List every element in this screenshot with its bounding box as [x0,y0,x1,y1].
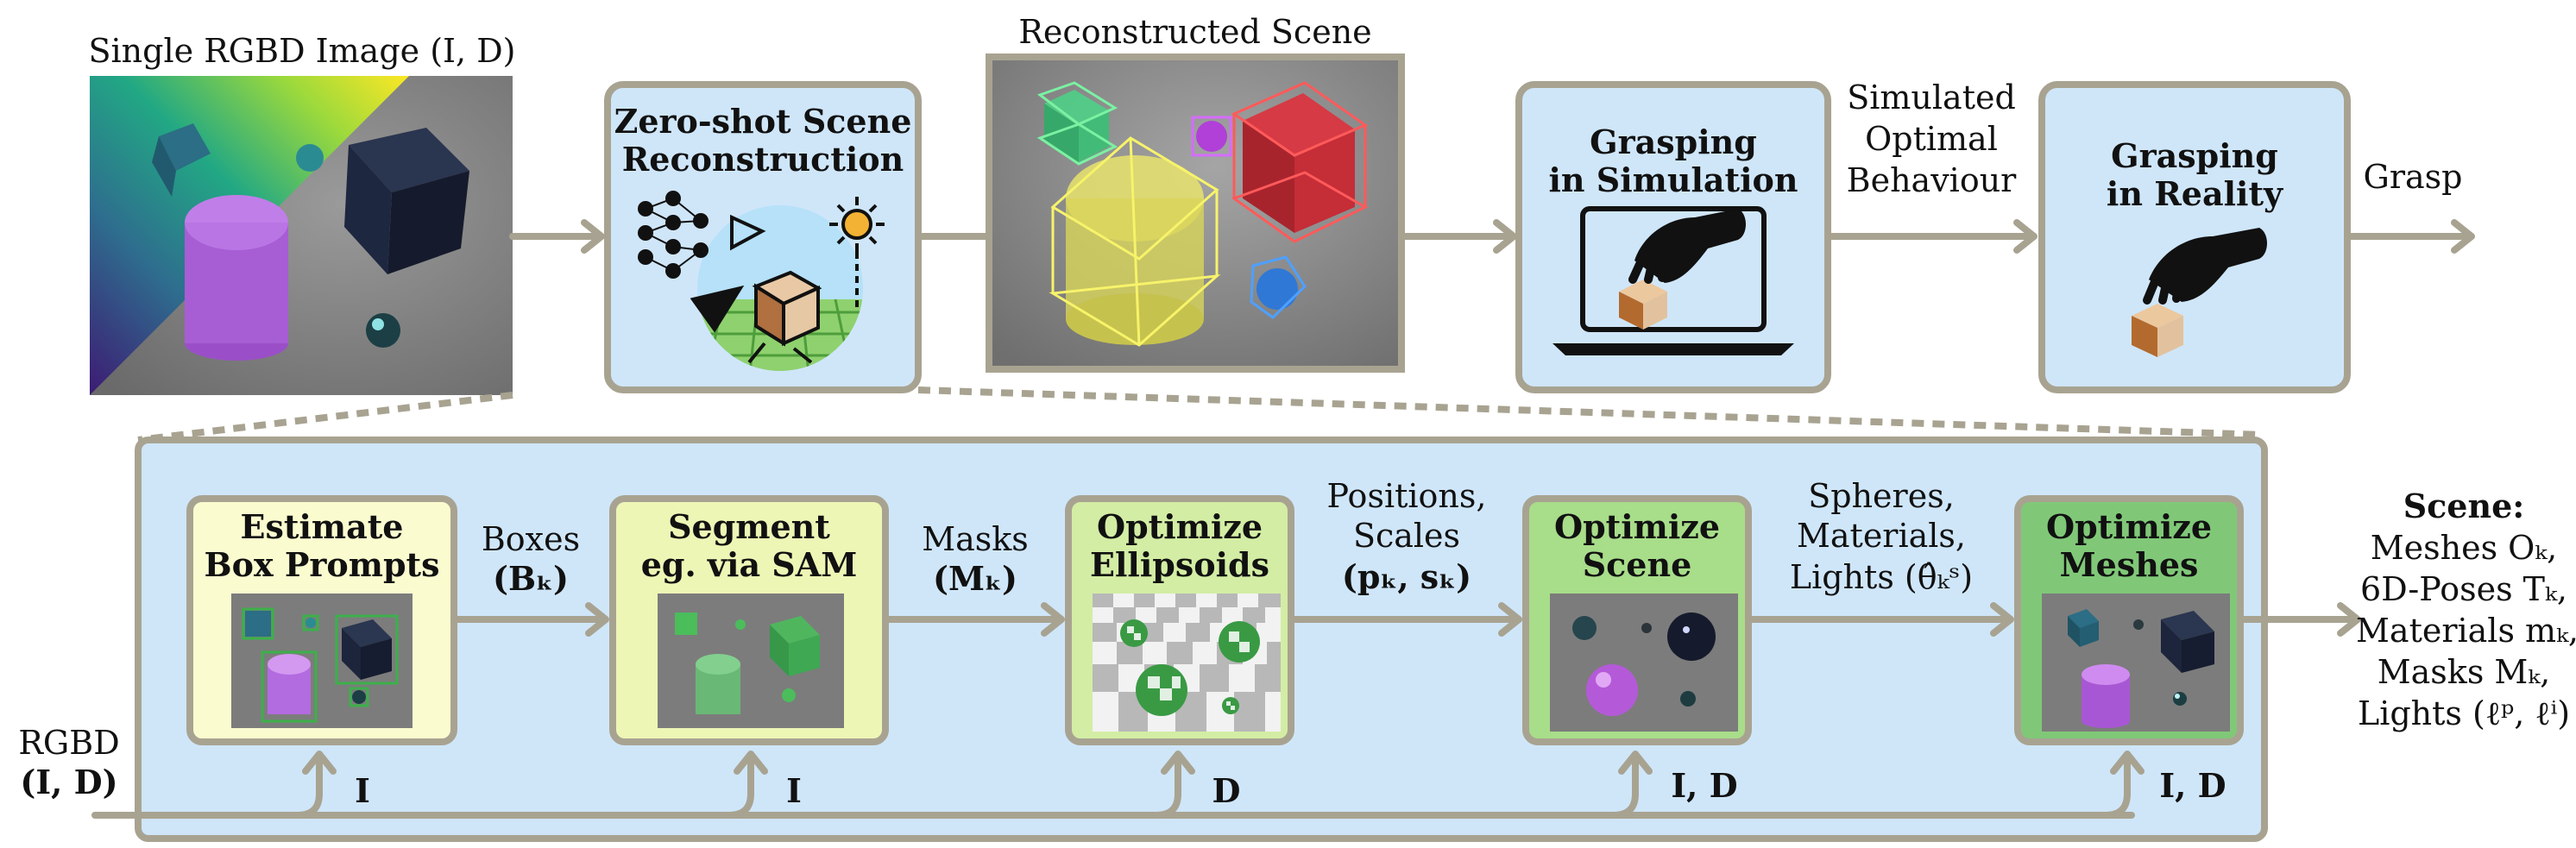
output-line-poses: 6D-Poses Tₖ, [2360,570,2567,608]
stage-5-thumbnail [2042,594,2230,732]
stage-5-title-1: Optimize [2045,507,2213,546]
laptop-grasp-icon [1553,206,1794,355]
stage-3-title-2: Ellipsoids [1090,545,1269,584]
edge-positions-line-1: Positions, [1326,477,1487,515]
stage-optimize-ellipsoids: Optimize Ellipsoids [1065,495,1294,745]
grasp-output-label: Grasp [2363,158,2463,196]
stage-estimate-box-prompts: Estimate Box Prompts [186,495,457,745]
stage-segment-via-sam: Segment eg. via SAM [609,495,889,745]
output-line-materials: Materials mₖ, [2356,612,2576,650]
feed-label-2: I [786,771,802,810]
feed-label-5: I, D [2159,766,2226,805]
stage-5-title-2: Meshes [2059,545,2199,584]
edge-masks-line-2: (Mₖ) [933,559,1017,598]
stage-3-title-1: Optimize [1096,507,1263,546]
sim-behaviour-line-1: Simulated [1847,79,2016,116]
grasp-sim-title-line-2: in Simulation [1548,160,1798,199]
output-line-meshes: Meshes Oₖ, [2370,529,2558,567]
output-scene-title: Scene: [2403,487,2525,525]
output-line-lights: Lights (ℓᵖ, ℓⁱ) [2357,694,2571,732]
stage-4-title-2: Scene [1582,545,1692,584]
rgbd-label-line-1: RGBD [18,724,120,762]
stage-optimize-scene: Optimize Scene [1522,495,1752,745]
edge-positions-line-3: (pₖ, sₖ) [1341,557,1472,596]
stage-2-title-2: eg. via SAM [640,545,858,584]
stage-1-title-2: Box Prompts [204,545,440,584]
edge-spheres-line-1: Spheres, [1808,477,1955,515]
edge-spheres-line-3: Lights (θ̂ₖˢ) [1789,558,1974,596]
grasp-real-title-line-1: Grasping [2111,136,2278,175]
rgbd-label-line-2: (I, D) [20,763,118,801]
edge-boxes-line-1: Boxes [481,520,581,558]
stage-3-thumbnail [1093,594,1281,732]
zero-shot-title-line-1: Zero-shot Scene [614,102,912,141]
input-image-label: Single RGBD Image (I, D) [88,32,516,70]
feed-label-4: I, D [1671,766,1738,805]
grasping-in-reality-panel: Grasping in Reality [2038,81,2351,393]
stage-2-thumbnail [658,594,844,728]
stage-2-title-1: Segment [668,507,830,546]
grasp-real-title-line-2: in Reality [2106,174,2283,213]
output-line-masks: Masks Mₖ, [2377,653,2551,691]
reconstructed-scene-label: Reconstructed Scene [1018,13,1372,51]
edge-masks-line-1: Masks [922,520,1029,558]
grasping-in-simulation-panel: Grasping in Simulation [1515,81,1831,393]
sim-behaviour-line-2: Optimal [1865,120,1998,158]
zero-shot-reconstruction-panel: Zero-shot Scene Reconstruction [604,81,922,393]
reconstruction-illustration [638,191,885,371]
input-rgbd-image [90,76,513,395]
stage-optimize-meshes: Optimize Meshes [2014,495,2244,745]
stage-4-title-1: Optimize [1553,507,1721,546]
zero-shot-title-line-2: Reconstruction [621,140,904,179]
edge-positions-line-2: Scales [1352,517,1461,555]
stage-1-title-1: Estimate [240,507,404,546]
stage-1-thumbnail [231,594,413,728]
feed-label-1: I [355,771,370,810]
real-grasp-icon [2132,228,2267,357]
feed-label-3: D [1212,771,1241,810]
edge-boxes-line-2: (Bₖ) [493,559,569,598]
edge-spheres-line-2: Materials, [1796,517,1967,555]
grasp-sim-title-line-1: Grasping [1590,122,1757,161]
stage-4-thumbnail [1550,594,1738,732]
sim-behaviour-line-3: Behaviour [1846,161,2017,199]
reconstructed-scene-image [986,53,1405,373]
